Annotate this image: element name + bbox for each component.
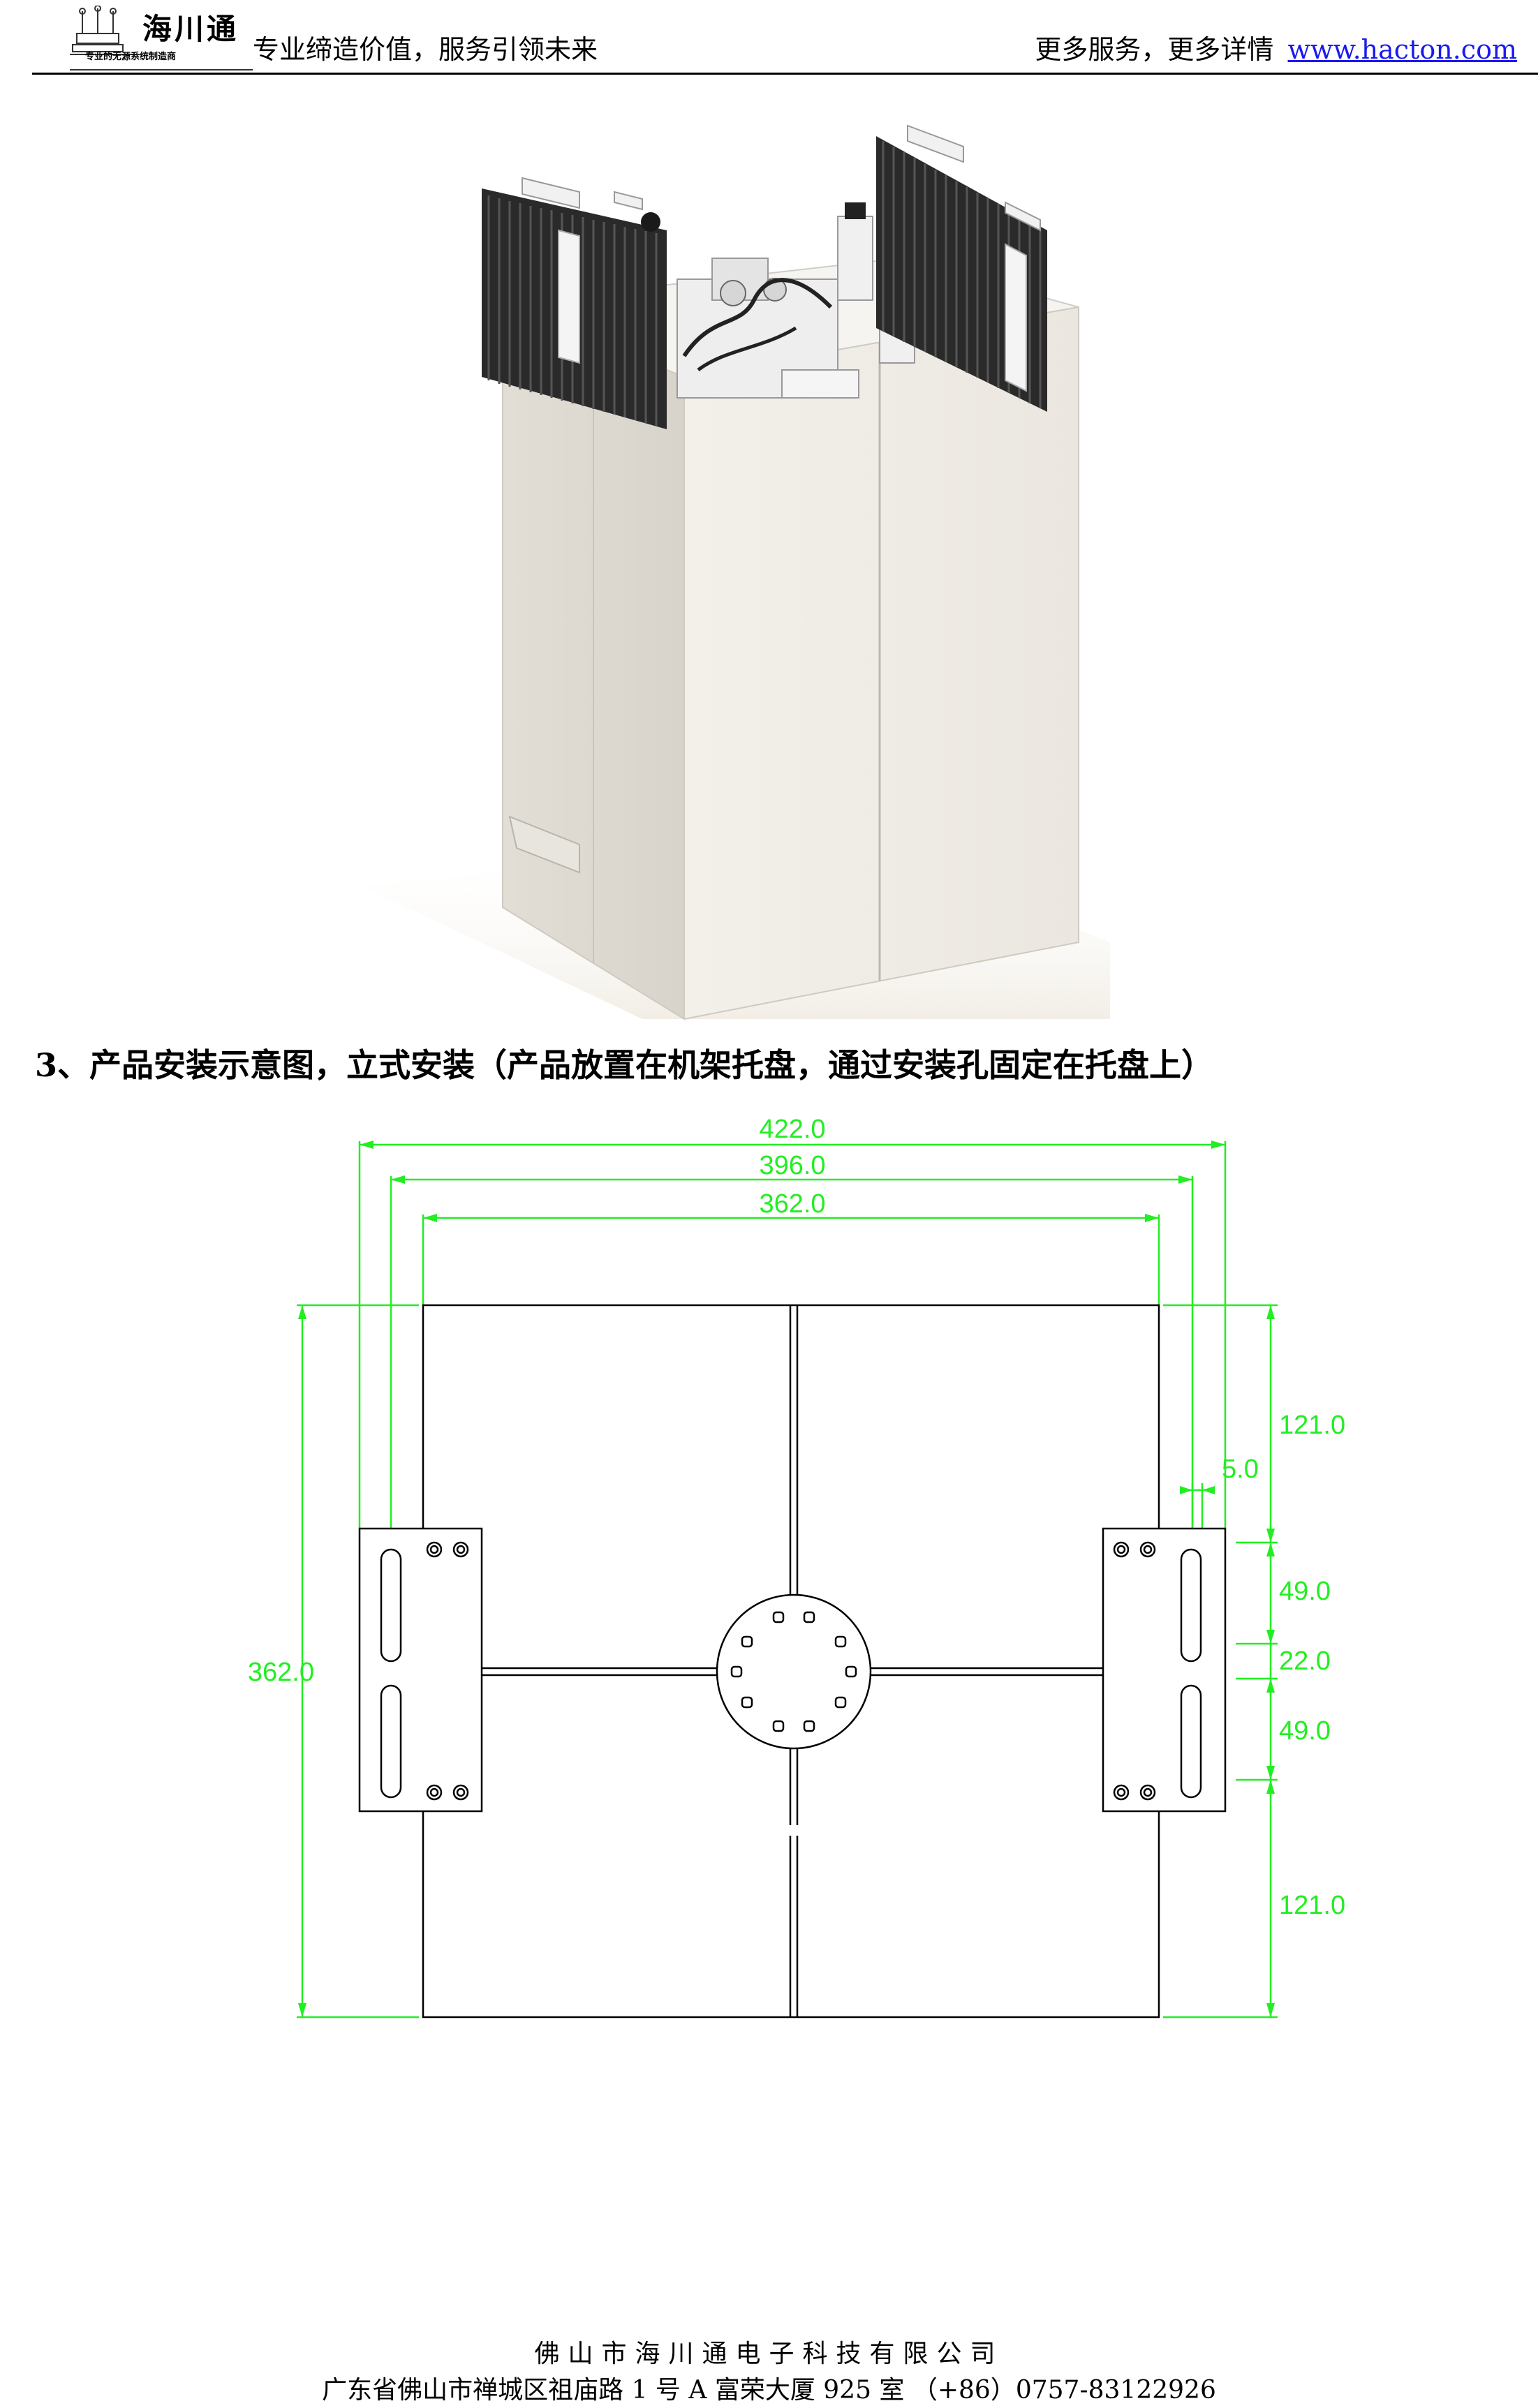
- dim-slot-gap: 22.0: [1279, 1647, 1331, 1676]
- dim-width-holes: 396.0: [759, 1151, 825, 1180]
- dim-height-body: 362.0: [248, 1658, 314, 1687]
- footer-company: 佛山市海川通电子科技有限公司: [534, 2340, 1004, 2368]
- company-logo: [70, 6, 253, 70]
- header-more-info: 更多服务，更多详情 www.hacton.com: [1035, 28, 1517, 66]
- header-divider: [32, 73, 1538, 75]
- dim-top-offset: 121.0: [1279, 1411, 1345, 1440]
- website-link[interactable]: www.hacton.com: [1287, 34, 1517, 65]
- footer-address: 广东省佛山市禅城区祖庙路 1 号 A 富荣大厦 925 室 （+86）0757-…: [322, 2376, 1216, 2405]
- dim-bottom-offset: 121.0: [1279, 1891, 1345, 1920]
- product-image: [363, 124, 1110, 1020]
- more-info-text: 更多服务，更多详情: [1035, 34, 1274, 65]
- logo-name: 海川通: [142, 12, 239, 46]
- logo-tagline: 专业的无源系统制造商: [85, 52, 177, 62]
- header-slogan: 专业缔造价值，服务引领未来: [253, 34, 598, 65]
- dim-width-outer: 422.0: [759, 1117, 825, 1144]
- dim-slot-upper: 49.0: [1279, 1577, 1331, 1606]
- installation-drawing: 422.0 396.0 362.0 362.0 121.0 5.0 49.0 2…: [248, 1117, 1345, 2019]
- dim-slot-inset: 5.0: [1222, 1455, 1259, 1484]
- dim-width-body: 362.0: [759, 1189, 825, 1219]
- section-heading: 3、产品安装示意图，立式安装（产品放置在机架托盘，通过安装孔固定在托盘上）: [35, 1046, 1214, 1084]
- page-header: 海川通 专业的无源系统制造商 专业缔造价值，服务引领未来 更多服务，更多详情 w…: [0, 0, 1538, 78]
- dim-slot-lower: 49.0: [1279, 1716, 1331, 1746]
